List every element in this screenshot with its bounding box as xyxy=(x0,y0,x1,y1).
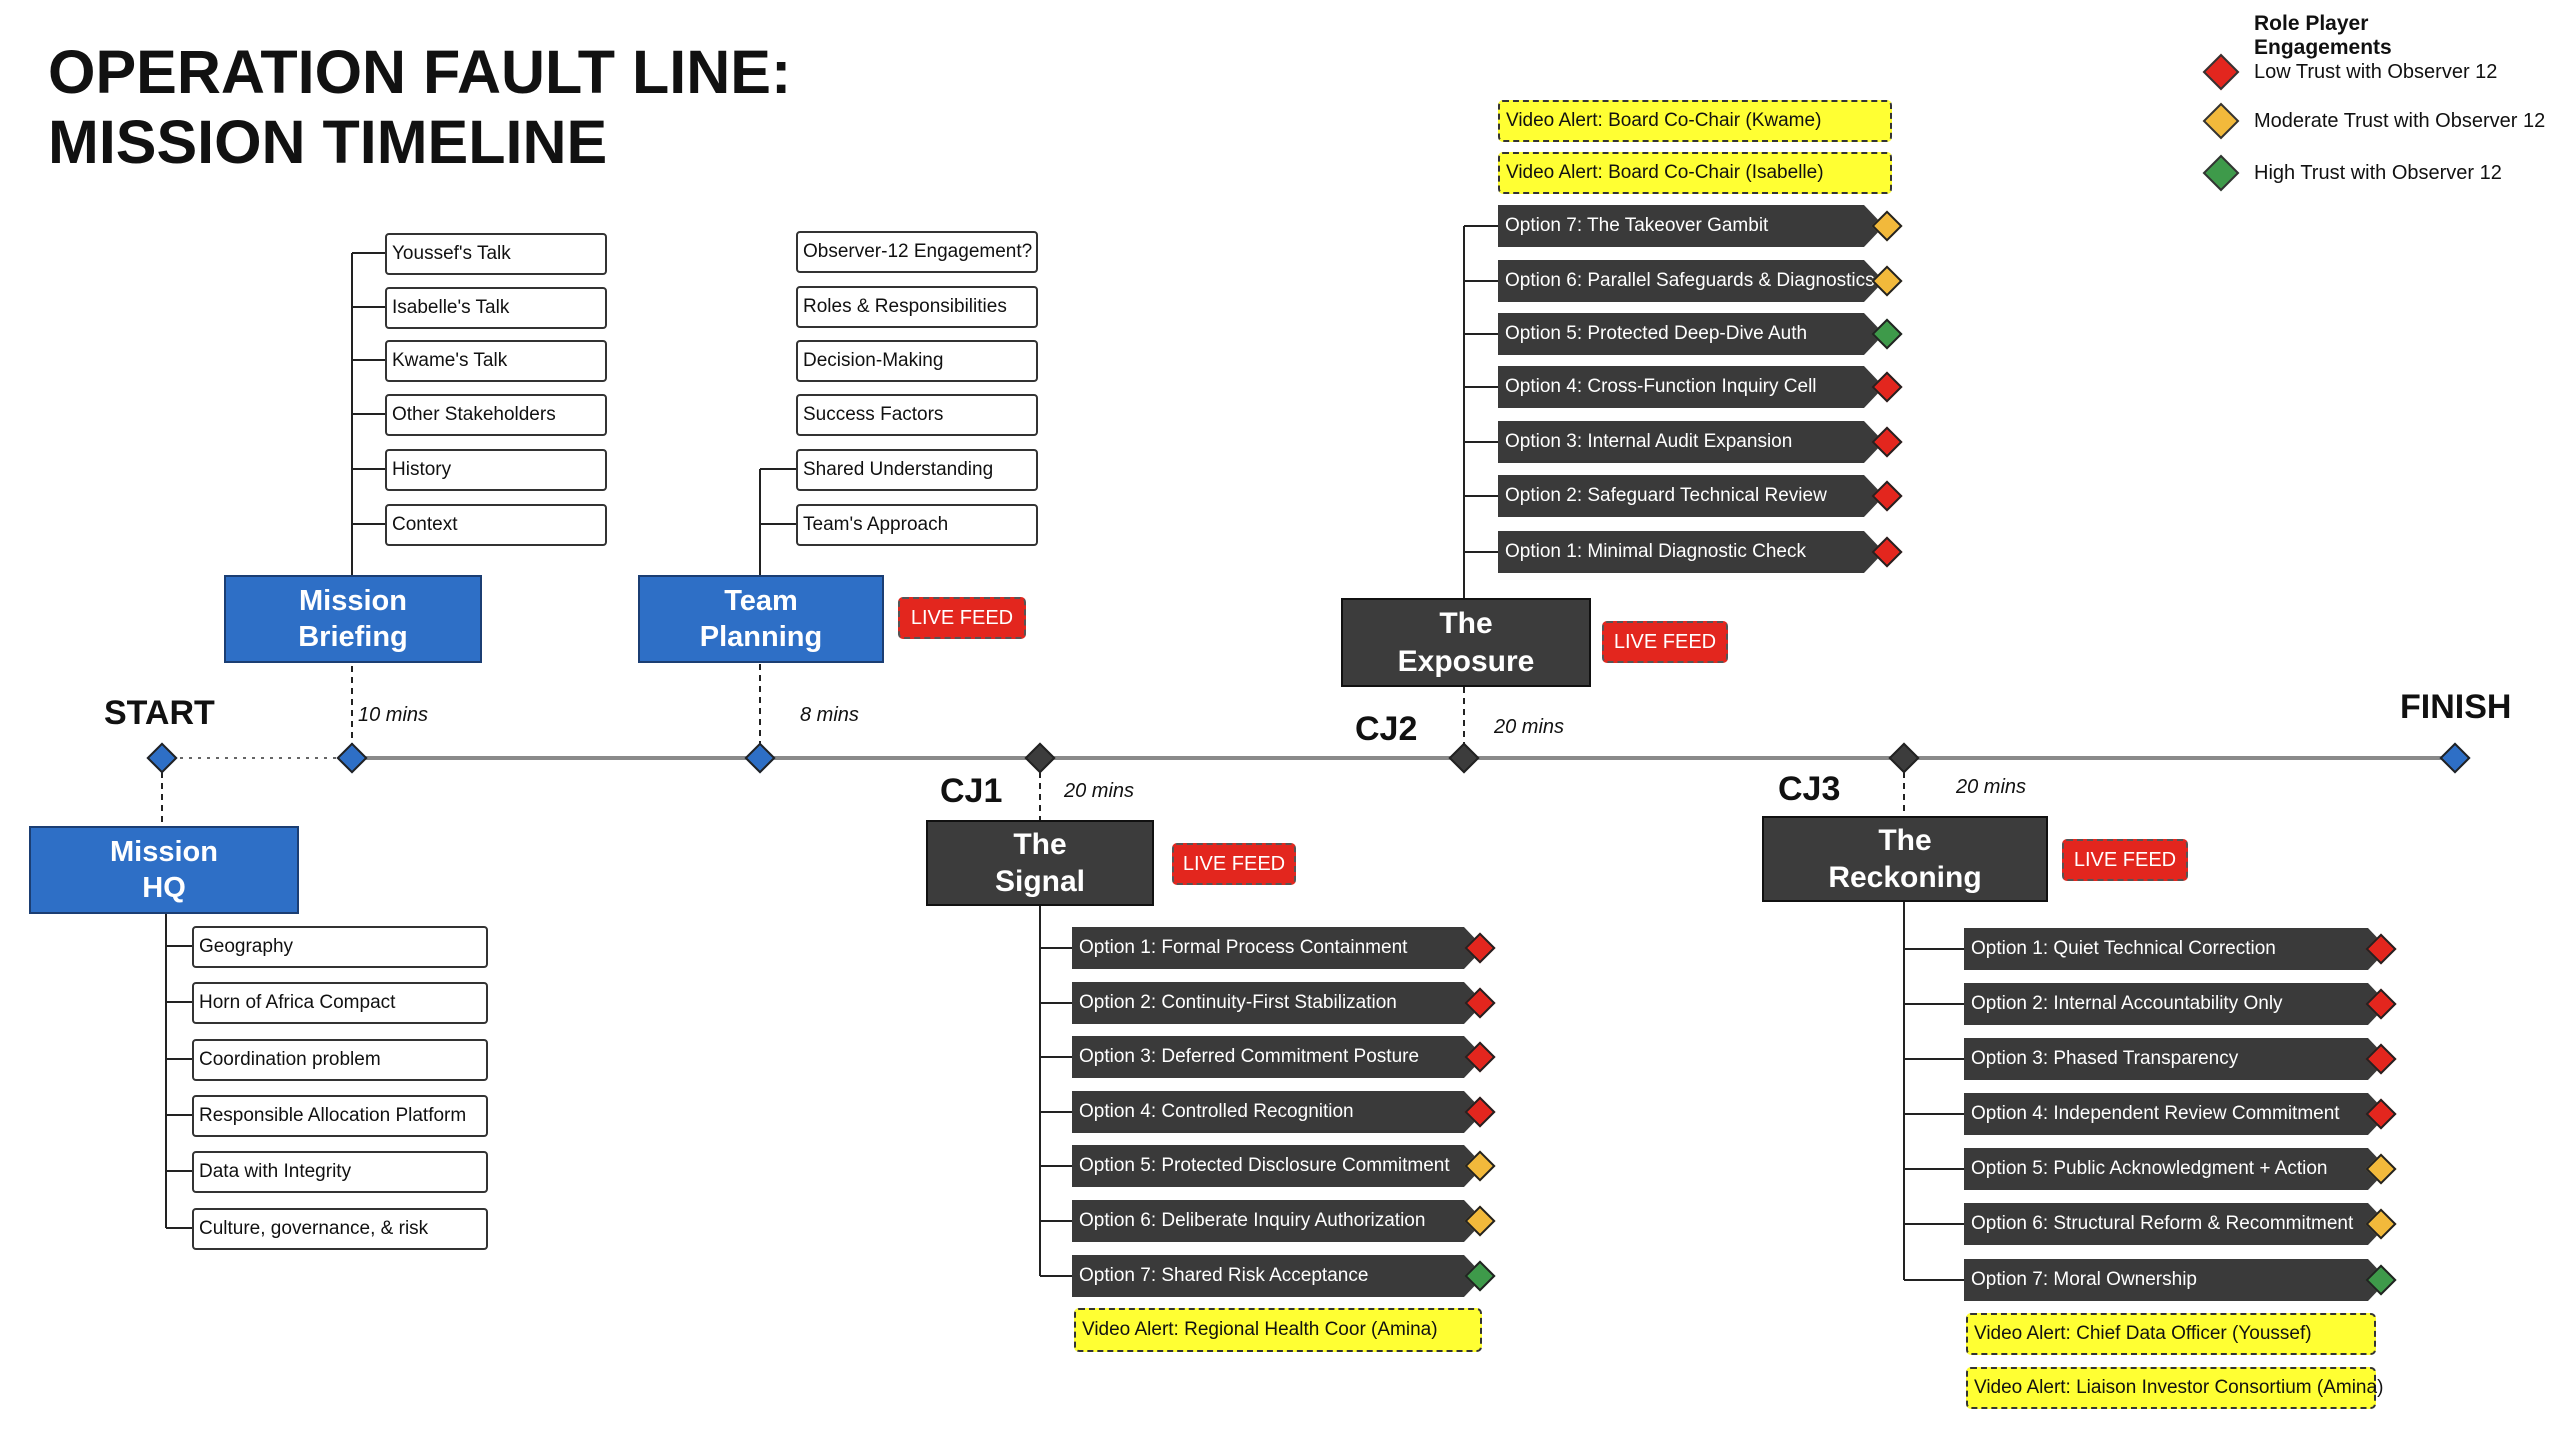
cj1-option-6[interactable]: Option 6: Deliberate Inquiry Authorizati… xyxy=(1072,1200,1484,1242)
legend-title: Role Player Engagements xyxy=(2254,12,2392,59)
mission-briefing-item[interactable]: History xyxy=(385,449,607,491)
team-planning-item[interactable]: Observer-12 Engagement? xyxy=(796,231,1038,273)
mission-hq-item[interactable]: Data with Integrity xyxy=(192,1151,488,1193)
cj3-option-2[interactable]: Option 2: Internal Accountability Only xyxy=(1964,983,2388,1025)
cj3-video-alert[interactable]: Video Alert: Liaison Investor Consortium… xyxy=(1966,1367,2383,1409)
mission-briefing-item[interactable]: Isabelle's Talk xyxy=(385,287,607,329)
cj3-live-feed-badge[interactable]: LIVE FEED xyxy=(2062,839,2188,881)
cj1-video-alert[interactable]: Video Alert: Regional Health Coor (Amina… xyxy=(1074,1308,1482,1352)
diagram-title-line-1: OPERATION FAULT LINE: xyxy=(48,38,792,106)
cj3-duration: 20 mins xyxy=(1956,776,2027,798)
red-diamond-icon xyxy=(2202,53,2240,91)
legend-label: High Trust with Observer 12 xyxy=(2254,161,2502,184)
green-diamond-icon xyxy=(2202,154,2240,192)
cj2-option-5[interactable]: Option 5: Protected Deep-Dive Auth xyxy=(1498,313,1884,355)
legend-item-low: Low Trust with Observer 12 xyxy=(2200,53,2498,91)
mission-hq-item[interactable]: Geography xyxy=(192,926,488,968)
cj2-duration: 20 mins xyxy=(1494,716,1565,738)
cj3-option-3[interactable]: Option 3: Phased Transparency xyxy=(1964,1038,2388,1080)
cj1-option-7[interactable]: Option 7: Shared Risk Acceptance xyxy=(1072,1255,1484,1297)
cj2-option-1[interactable]: Option 1: Minimal Diagnostic Check xyxy=(1498,531,1884,573)
cj2-code-label: CJ2 xyxy=(1355,710,1418,748)
cj3-option-5[interactable]: Option 5: Public Acknowledgment + Action xyxy=(1964,1148,2388,1190)
cj2-option-7[interactable]: Option 7: The Takeover Gambit xyxy=(1498,205,1884,247)
finish-label: FINISH xyxy=(2400,688,2512,726)
cj3-option-4[interactable]: Option 4: Independent Review Commitment xyxy=(1964,1093,2388,1135)
cj1-duration: 20 mins xyxy=(1064,780,1135,802)
legend-label: Moderate Trust with Observer 12 xyxy=(2254,109,2546,132)
mission-briefing-item[interactable]: Youssef's Talk xyxy=(385,233,607,275)
team-planning-item[interactable]: Shared Understanding xyxy=(796,449,1038,491)
cj2-option-4[interactable]: Option 4: Cross-Function Inquiry Cell xyxy=(1498,366,1884,408)
cj2-exposure-box[interactable]: The Exposure xyxy=(1341,598,1591,687)
cj1-code-label: CJ1 xyxy=(940,772,1003,810)
mission-hq-item[interactable]: Culture, governance, & risk xyxy=(192,1208,488,1250)
mission-hq-item[interactable]: Responsible Allocation Platform xyxy=(192,1095,488,1137)
cj3-option-6[interactable]: Option 6: Structural Reform & Recommitme… xyxy=(1964,1203,2388,1245)
diagram-title-line-2: MISSION TIMELINE xyxy=(48,108,608,176)
cj3-video-alert[interactable]: Video Alert: Chief Data Officer (Youssef… xyxy=(1966,1313,2376,1355)
cj1-option-1[interactable]: Option 1: Formal Process Containment xyxy=(1072,927,1484,969)
mission-hq-item[interactable]: Horn of Africa Compact xyxy=(192,982,488,1024)
cj2-option-3[interactable]: Option 3: Internal Audit Expansion xyxy=(1498,421,1884,463)
cj1-option-5[interactable]: Option 5: Protected Disclosure Commitmen… xyxy=(1072,1145,1484,1187)
cj3-code-label: CJ3 xyxy=(1778,770,1841,808)
team-planning-item[interactable]: Decision-Making xyxy=(796,340,1038,382)
cj1-option-3[interactable]: Option 3: Deferred Commitment Posture xyxy=(1072,1036,1484,1078)
team-planning-box[interactable]: Team Planning xyxy=(638,575,884,663)
mission-briefing-duration: 10 mins xyxy=(358,704,429,726)
mission-briefing-item[interactable]: Context xyxy=(385,504,607,546)
yellow-diamond-icon xyxy=(2202,102,2240,140)
cj3-option-1[interactable]: Option 1: Quiet Technical Correction xyxy=(1964,928,2388,970)
team-planning-item[interactable]: Team's Approach xyxy=(796,504,1038,546)
mission-briefing-item[interactable]: Other Stakeholders xyxy=(385,394,607,436)
cj2-live-feed-badge[interactable]: LIVE FEED xyxy=(1602,621,1728,663)
mission-briefing-box[interactable]: Mission Briefing xyxy=(224,575,482,663)
cj1-signal-box[interactable]: The Signal xyxy=(926,820,1154,906)
team-planning-duration: 8 mins xyxy=(800,704,859,726)
team-planning-live-feed-badge[interactable]: LIVE FEED xyxy=(898,597,1026,639)
legend-label: Low Trust with Observer 12 xyxy=(2254,60,2498,83)
start-label: START xyxy=(104,694,215,732)
mission-briefing-item[interactable]: Kwame's Talk xyxy=(385,340,607,382)
cj1-live-feed-badge[interactable]: LIVE FEED xyxy=(1172,843,1296,885)
team-planning-item[interactable]: Success Factors xyxy=(796,394,1038,436)
mission-hq-box[interactable]: Mission HQ xyxy=(29,826,299,914)
cj1-option-2[interactable]: Option 2: Continuity-First Stabilization xyxy=(1072,982,1484,1024)
mission-hq-item[interactable]: Coordination problem xyxy=(192,1039,488,1081)
team-planning-item[interactable]: Roles & Responsibilities xyxy=(796,286,1038,328)
cj1-option-4[interactable]: Option 4: Controlled Recognition xyxy=(1072,1091,1484,1133)
cj2-option-2[interactable]: Option 2: Safeguard Technical Review xyxy=(1498,475,1884,517)
cj2-video-alert[interactable]: Video Alert: Board Co-Chair (Isabelle) xyxy=(1498,152,1892,194)
cj3-option-7[interactable]: Option 7: Moral Ownership xyxy=(1964,1259,2388,1301)
legend-item-moderate: Moderate Trust with Observer 12 xyxy=(2200,102,2546,140)
cj2-video-alert[interactable]: Video Alert: Board Co-Chair (Kwame) xyxy=(1498,100,1892,142)
cj2-option-6[interactable]: Option 6: Parallel Safeguards & Diagnost… xyxy=(1498,260,1884,302)
legend-item-high: High Trust with Observer 12 xyxy=(2200,154,2502,192)
cj3-reckoning-box[interactable]: The Reckoning xyxy=(1762,816,2048,902)
